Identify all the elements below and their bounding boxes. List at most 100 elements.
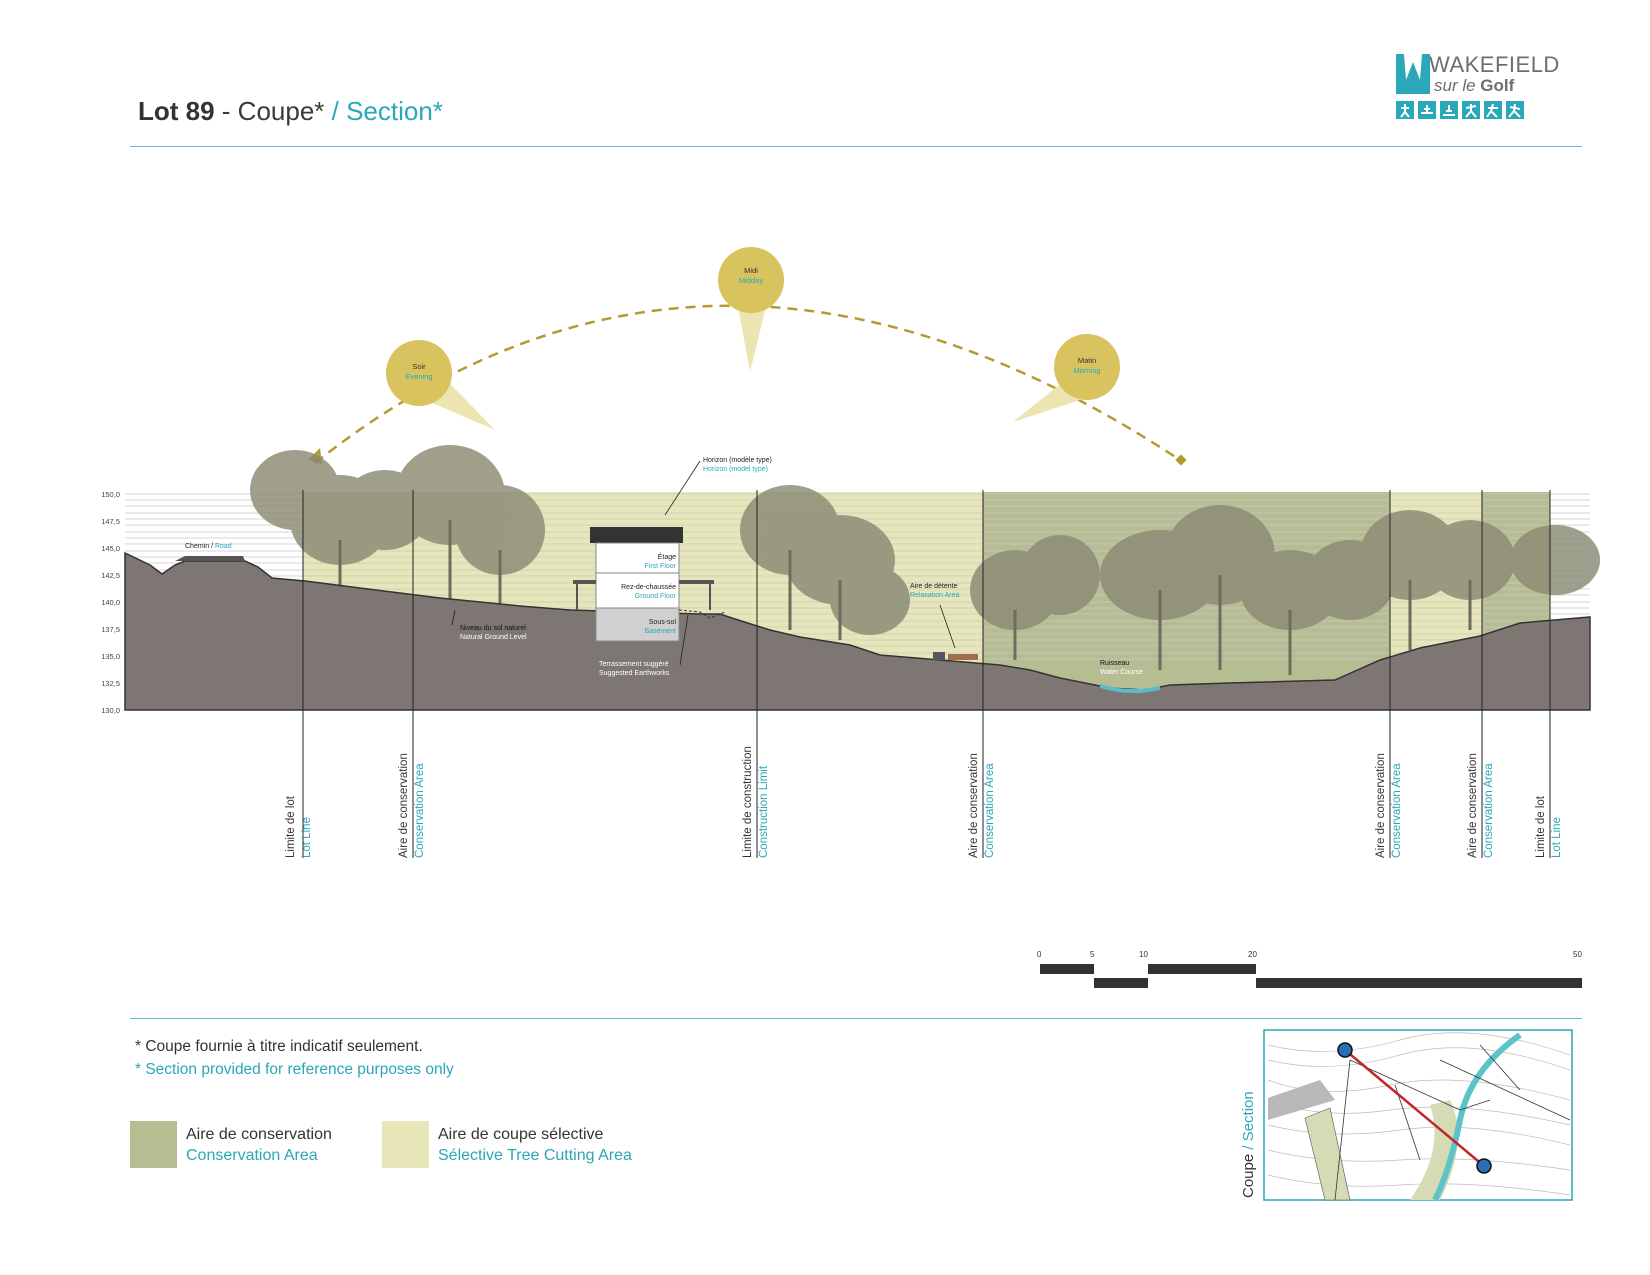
key-map: [1263, 1029, 1573, 1202]
keymap-label-en: / Section: [1240, 1091, 1257, 1154]
elevation-tick: 150,0: [101, 490, 120, 499]
elevation-tick: 135,0: [101, 652, 120, 661]
elevation-tick: 137,5: [101, 625, 120, 634]
basement-fr: Sous-sol: [648, 619, 676, 626]
elevation-tick: 147,5: [101, 517, 120, 526]
legend-conservation-fr: Aire de conservation: [186, 1126, 332, 1143]
boundary-en: Conservation Area: [1483, 763, 1495, 858]
legend-selective-fr: Aire de coupe sélective: [438, 1126, 604, 1143]
boundary-label-conservation-2: Aire de conservation Conservation Area: [966, 753, 998, 858]
morning-en: Morning: [1073, 366, 1101, 375]
elevation-tick: 132,5: [101, 679, 120, 688]
boundary-en: Lot Line: [1551, 817, 1563, 858]
boundary-label-lot-line-left: Limite de lot Lot Line: [283, 796, 315, 858]
scale-label: 10: [1139, 950, 1148, 959]
header-divider: [130, 146, 1582, 147]
title-french: - Coupe*: [214, 96, 325, 126]
model-fr: Horizon (modèle type): [703, 457, 772, 464]
ground-profile: [124, 551, 1591, 711]
midday-label: Midi Midday: [731, 266, 771, 286]
boundary-label-lot-line-right: Limite de lot Lot Line: [1533, 796, 1565, 858]
scale-label: 50: [1573, 950, 1582, 959]
earthworks-en: Suggested Earthworks: [599, 670, 670, 677]
evening-label: Soir Evening: [399, 362, 439, 382]
callout-leaders: [451, 460, 956, 666]
boundary-fr: Aire de conservation: [968, 753, 980, 858]
stream-en: Water Course: [1100, 669, 1143, 676]
logo-w-icon: [1396, 54, 1430, 94]
evening-fr: Soir: [412, 362, 426, 371]
boundary-en: Conservation Area: [984, 763, 996, 858]
boundary-fr: Aire de conservation: [398, 753, 410, 858]
elevation-tick: 145,0: [101, 544, 120, 553]
midday-en: Midday: [738, 276, 764, 285]
ground-fr: Rez-de-chaussée: [621, 584, 676, 591]
evening-en: Evening: [405, 372, 433, 381]
boundary-en: Conservation Area: [1391, 763, 1403, 858]
relax-fr: Aire de détente: [910, 583, 958, 590]
earthworks-fr: Terrassement suggéré: [599, 661, 669, 668]
midday-sun-icon: [718, 247, 784, 313]
boundary-fr: Aire de conservation: [1467, 753, 1479, 858]
title-english: / Section*: [324, 96, 443, 126]
scale-label: 5: [1090, 950, 1095, 959]
title-lot: Lot 89: [138, 96, 215, 126]
boundary-en: Conservation Area: [414, 763, 426, 858]
elevation-tick: 140,0: [101, 598, 120, 607]
floor1-en: First Floor: [644, 563, 677, 570]
earthworks-line: [678, 609, 726, 619]
road-surface: [175, 556, 245, 561]
legend-swatch-conservation: [130, 1121, 177, 1168]
elevation-tick: 130,0: [101, 706, 120, 715]
boundary-label-conservation-1: Aire de conservation Conservation Area: [396, 753, 428, 858]
logo-sub-bold: Golf: [1480, 76, 1515, 95]
ground-en: Ground Floor: [634, 593, 676, 600]
boundary-label-conservation-3: Aire de conservation Conservation Area: [1373, 753, 1405, 858]
arc-end-marker-icon: [1175, 454, 1187, 466]
natural-en: Natural Ground Level: [460, 634, 527, 641]
elevation-tick: 142,5: [101, 571, 120, 580]
keymap-label: Coupe / Section: [1240, 1091, 1257, 1198]
note-french: * Coupe fournie à titre indicatif seulem…: [135, 1038, 423, 1055]
boundary-fr: Limite de lot: [285, 795, 297, 858]
floor1-fr: Étage: [657, 554, 676, 561]
relax-en: Relaxation Area: [910, 592, 960, 599]
scale-label: 0: [1037, 950, 1042, 959]
scale-label: 20: [1248, 950, 1257, 959]
page-title: Lot 89 - Coupe* / Section*: [138, 96, 443, 127]
boundary-lines: [302, 490, 1551, 858]
tree-trunks: [338, 520, 1472, 675]
morning-label: Matin Morning: [1067, 356, 1107, 376]
boundary-label-conservation-4: Aire de conservation Conservation Area: [1465, 753, 1497, 858]
scale-bar: [1040, 964, 1582, 988]
boundary-fr: Limite de construction: [742, 746, 754, 858]
legend-selective-en: Sélective Tree Cutting Area: [438, 1147, 632, 1164]
stream: [1100, 684, 1160, 694]
logo-sub-prefix: sur le: [1434, 76, 1481, 95]
morning-fr: Matin: [1077, 356, 1097, 365]
footer-divider: [130, 1018, 1582, 1019]
logo-name: WAKEFIELD: [1429, 52, 1560, 77]
relaxation-deck: [948, 654, 978, 660]
road-fr: Chemin /: [185, 543, 214, 550]
natural-fr: Niveau du sol naturel: [460, 625, 526, 632]
boundary-fr: Limite de lot: [1535, 795, 1547, 858]
model-en: Horizon (model type): [703, 466, 768, 473]
house-model: [573, 527, 714, 642]
logo-subtitle: sur le Golf: [1434, 76, 1514, 96]
stream-fr: Ruisseau: [1100, 660, 1130, 667]
boundary-en: Lot Line: [301, 817, 313, 858]
road-label: Chemin / Road: [185, 542, 232, 551]
boundary-fr: Aire de conservation: [1375, 753, 1387, 858]
logo-activity-icons: [1396, 101, 1524, 119]
keymap-label-fr: Coupe: [1240, 1153, 1257, 1198]
